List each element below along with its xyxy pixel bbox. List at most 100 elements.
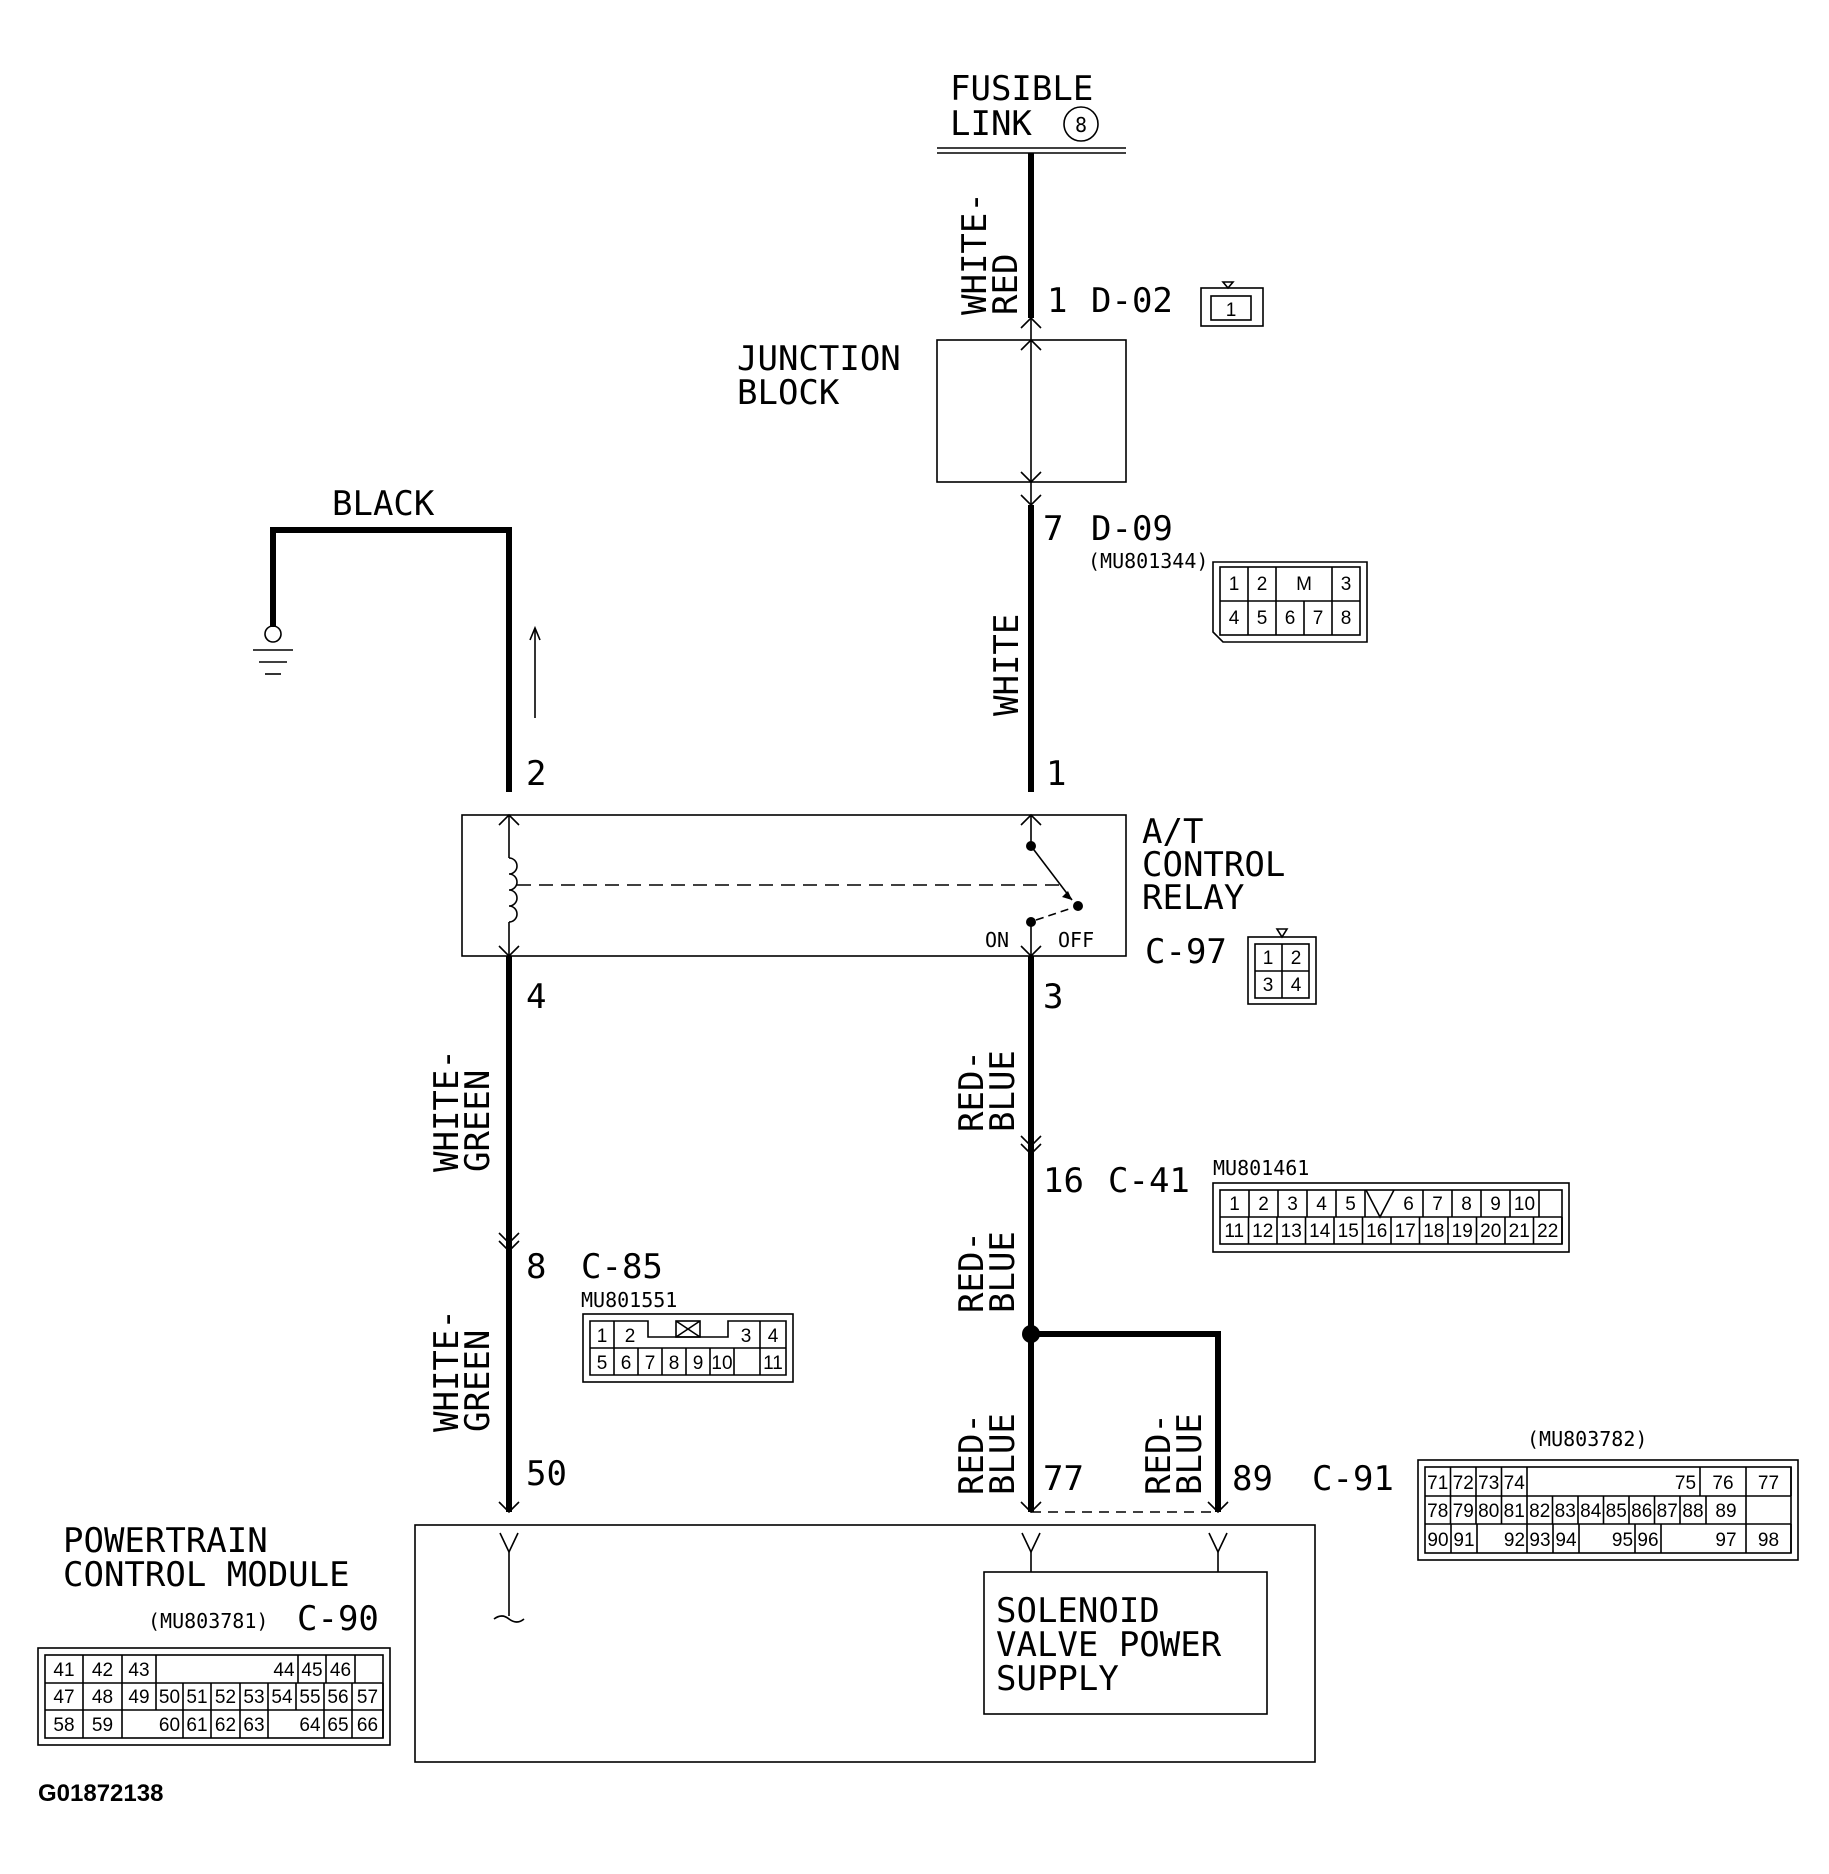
c85-cell-11: 11 xyxy=(763,1353,783,1374)
c41-cell: 4 xyxy=(1316,1194,1327,1215)
c90-cell: 42 xyxy=(92,1660,113,1681)
pin-d09: 7 xyxy=(1043,509,1063,549)
c91-cell: 89 xyxy=(1715,1501,1736,1522)
wire-color-right-upper-2: BLUE xyxy=(983,1050,1023,1132)
c41-cell: 15 xyxy=(1338,1221,1359,1242)
c90-cell: 53 xyxy=(243,1687,264,1708)
junction-block-label-1: JUNCTION xyxy=(737,339,901,379)
wire-color-branch-1: RED- xyxy=(1139,1413,1179,1495)
solenoid-label-2: VALVE POWER xyxy=(996,1625,1222,1665)
connector-c91-name: C-91 xyxy=(1312,1459,1394,1499)
wire-color-top-2: RED xyxy=(986,254,1026,315)
connector-arrow-c91-89 xyxy=(1207,1501,1229,1514)
c41-cell: 17 xyxy=(1395,1221,1416,1242)
connector-arrow-c90 xyxy=(498,1501,520,1514)
wire-color-left-upper-2: GREEN xyxy=(458,1070,498,1172)
connector-d02-cell: 1 xyxy=(1226,300,1237,321)
c91-cell: 77 xyxy=(1758,1473,1779,1494)
pin-c91-89: 89 xyxy=(1232,1459,1273,1499)
c91-cell: 74 xyxy=(1504,1473,1526,1494)
relay-switch-icon xyxy=(1026,815,1083,956)
c90-cell: 65 xyxy=(327,1715,348,1736)
c90-cell: 46 xyxy=(330,1660,351,1681)
c41-cell: 13 xyxy=(1281,1221,1302,1242)
relay-label-2: CONTROL xyxy=(1142,845,1285,885)
junction-block-label-2: BLOCK xyxy=(737,373,840,413)
c85-cell-3: 3 xyxy=(741,1326,752,1347)
relay-on-label: ON xyxy=(985,928,1009,952)
c90-cell: 51 xyxy=(186,1687,207,1708)
c97-cell-1: 1 xyxy=(1263,948,1274,969)
connector-d02-name: D-02 xyxy=(1091,281,1173,321)
figure-id: G01872138 xyxy=(38,1780,163,1807)
c41-cell: 10 xyxy=(1514,1194,1535,1215)
wire-color-top-1: WHITE- xyxy=(955,192,995,315)
c91-cell: 83 xyxy=(1555,1501,1576,1522)
solenoid-label-3: SUPPLY xyxy=(996,1659,1119,1699)
wire-color-left-lower-1: WHITE- xyxy=(427,1309,467,1432)
c91-cell: 71 xyxy=(1427,1473,1448,1494)
c41-cell: 8 xyxy=(1461,1194,1472,1215)
c90-cell: 57 xyxy=(357,1687,378,1708)
connector-c97-name: C-97 xyxy=(1145,932,1227,972)
c85-cell-8: 8 xyxy=(669,1353,680,1374)
wire-color-right-mid-2: BLUE xyxy=(983,1231,1023,1313)
c90-cell: 47 xyxy=(53,1687,74,1708)
c91-cell: 93 xyxy=(1529,1530,1550,1551)
c91-cell: 88 xyxy=(1682,1501,1703,1522)
c90-cell: 48 xyxy=(92,1687,113,1708)
relay-label-1: A/T xyxy=(1142,812,1203,852)
c90-cell: 44 xyxy=(273,1660,295,1681)
d09-cell-m: M xyxy=(1296,574,1312,595)
c90-cell: 49 xyxy=(128,1687,149,1708)
c97-cell-4: 4 xyxy=(1291,975,1302,996)
c91-cell: 84 xyxy=(1580,1501,1602,1522)
wire-color-left-upper-1: WHITE- xyxy=(427,1049,467,1172)
ground-circle xyxy=(264,625,282,643)
ground-icon xyxy=(253,649,293,675)
relay-pin-4: 4 xyxy=(526,977,546,1017)
connector-c90-name: C-90 xyxy=(297,1599,379,1639)
c91-cell: 82 xyxy=(1529,1501,1550,1522)
c90-cell: 59 xyxy=(92,1715,113,1736)
connector-c41-name: C-41 xyxy=(1108,1161,1190,1201)
c90-cell: 61 xyxy=(186,1715,207,1736)
c91-cell: 90 xyxy=(1427,1530,1448,1551)
c91-cell: 81 xyxy=(1504,1501,1525,1522)
pcm-box xyxy=(414,1524,1316,1763)
c85-cell-2: 2 xyxy=(625,1326,636,1347)
pcm-terminal-50 xyxy=(493,1532,525,1623)
c97-cell-3: 3 xyxy=(1263,975,1274,996)
relay-off-label: OFF xyxy=(1058,928,1094,952)
c41-cell: 9 xyxy=(1490,1194,1501,1215)
c90-cell: 55 xyxy=(299,1687,320,1708)
c41-cell: 3 xyxy=(1287,1194,1298,1215)
c90-cell: 64 xyxy=(299,1715,321,1736)
junction-arrow-in xyxy=(1020,338,1042,351)
solenoid-valve-box xyxy=(983,1571,1268,1715)
c90-cell: 58 xyxy=(53,1715,74,1736)
connector-c85-part: MU801551 xyxy=(581,1288,677,1312)
d09-cell-5: 5 xyxy=(1257,608,1268,629)
wire-color-white: WHITE xyxy=(987,614,1027,716)
c91-cell: 79 xyxy=(1453,1501,1474,1522)
current-flow-arrow-head xyxy=(529,625,541,641)
pin-c90: 50 xyxy=(526,1454,567,1494)
c91-cell: 94 xyxy=(1555,1530,1577,1551)
c91-cell: 95 xyxy=(1612,1530,1633,1551)
c90-cell: 43 xyxy=(128,1660,149,1681)
connector-c90-part: (MU803781) xyxy=(148,1609,268,1633)
c91-cell: 78 xyxy=(1427,1501,1448,1522)
fusible-link-label-2: LINK xyxy=(950,104,1032,144)
c90-cell: 63 xyxy=(243,1715,264,1736)
solenoid-label-1: SOLENOID xyxy=(996,1591,1160,1631)
c91-cell: 92 xyxy=(1504,1530,1525,1551)
relay-pin-3: 3 xyxy=(1043,977,1063,1017)
connector-c41-part: MU801461 xyxy=(1213,1156,1309,1180)
c41-cell: 5 xyxy=(1345,1194,1356,1215)
c91-cell: 76 xyxy=(1712,1473,1733,1494)
wire-black xyxy=(270,527,512,792)
c85-cell-5: 5 xyxy=(597,1353,608,1374)
